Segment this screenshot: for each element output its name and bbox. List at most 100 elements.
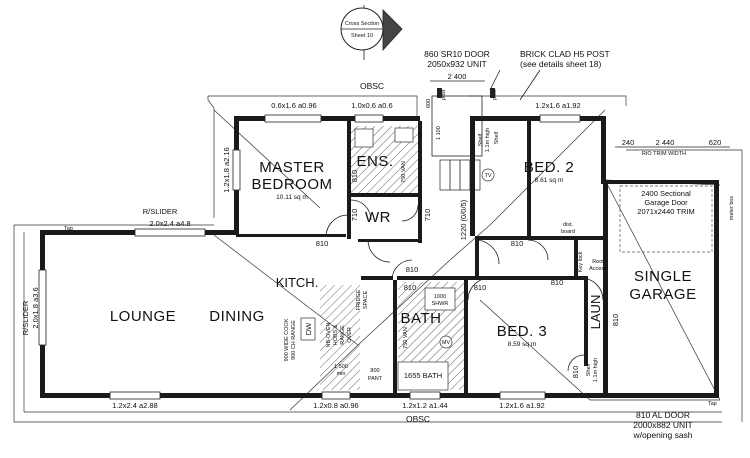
garage-label-2: GARAGE <box>629 286 696 303</box>
laun-label: LAUN <box>588 295 603 330</box>
tap-top: Tap <box>64 226 73 232</box>
door-label-garage: 810 <box>611 314 620 327</box>
window-label-w10: 1.2x1.6 a1.92 <box>499 401 544 410</box>
wall-oven-3: RANGE <box>340 325 346 345</box>
ens-van-label: 750 VAN <box>401 161 407 183</box>
dw-label: DW <box>304 322 313 335</box>
dims-1500-1: 1 500 <box>334 364 348 370</box>
window-label-w5: 2.0x2.4 a4.8 <box>149 219 190 228</box>
pantry-1: 800 <box>370 368 379 374</box>
door-label-wr2: 710 <box>423 209 432 222</box>
wall-oven-4: OVER <box>347 327 353 343</box>
window-label-w3: 1.2x1.6 a1.92 <box>535 101 580 110</box>
fridge-label-1: FRIDGE <box>356 289 362 310</box>
porch-dim: 2 400 <box>448 72 467 81</box>
door-label-garage2: 810 <box>571 366 580 379</box>
shelf-top-2: 1.1m high <box>485 128 491 152</box>
rear-door-note-1: 810 AL DOOR <box>636 410 690 420</box>
garage-dim-2440: 2 440 <box>656 138 675 147</box>
garage-label-1: SINGLE <box>634 268 692 285</box>
window-label-w8: 1.2x0.8 a0.96 <box>313 401 358 410</box>
entry-door-note-1: 860 SR10 DOOR <box>424 49 490 59</box>
garage-dim-620: 620 <box>709 138 722 147</box>
bed2-label: BED. 2 <box>524 159 575 176</box>
r-slider-left: R/SLIDER <box>21 300 30 335</box>
r-slider-top: R/SLIDER <box>143 207 178 216</box>
wall-oven-2: HOBS & <box>333 324 339 345</box>
entry-door-note-2: 2050x932 UNIT <box>427 59 487 69</box>
window-labels: 0.6x1.6 a0.96 1.0x0.6 a0.6 1.2x1.6 a1.92… <box>31 101 581 410</box>
porch-dim-1100: 1 100 <box>436 126 442 140</box>
pantry-2: PANT <box>368 376 383 382</box>
obsc-top: OBSC <box>360 81 384 91</box>
porch-dim-600: 600 <box>426 99 432 108</box>
obsc-bottom: OBSC <box>406 414 430 424</box>
linen-label: 1220 (0/0/5) <box>459 199 468 240</box>
door-label-wr1: 710 <box>350 209 359 222</box>
rio-trim-label: RIO TRIM WIDTH <box>642 151 686 157</box>
window-label-w7: 1.2x2.4 a2.88 <box>112 401 157 410</box>
window-label-w6: 2.0x1.8 a3.6 <box>31 287 40 328</box>
door-label-hall: 810 <box>406 265 419 274</box>
brick-post-note-2: (see details sheet 18) <box>520 59 601 69</box>
mv-label: MV <box>442 340 451 346</box>
bath-label: BATH <box>401 310 442 327</box>
key-lock-label: Key lock <box>578 251 584 272</box>
brick-post-note-1: BRICK CLAD H5 POST <box>520 49 610 59</box>
door-label-laun: 810 <box>551 278 564 287</box>
room-labels: MASTER BEDROOM 10.11 sq m ENS. WR BED. 2… <box>110 153 696 348</box>
door-label-master: 810 <box>316 239 329 248</box>
section-marker[interactable]: Cross Section Sheet 10 <box>340 5 403 60</box>
meter-box-label: meter box <box>729 196 735 221</box>
kitch-label: KITCH. <box>276 275 319 290</box>
rear-door-note-2: 2000x882 UNIT <box>633 420 693 430</box>
window-label-w2: 1.0x0.6 a0.6 <box>351 101 392 110</box>
fixture-labels: 900 WIDE COOK 900 CH RANGE DW NB-OVEN HO… <box>284 128 607 382</box>
garage-door-note-2: Garage Door <box>644 198 688 207</box>
bed3-label: BED. 3 <box>497 323 548 340</box>
tv-label: TV <box>484 173 491 179</box>
shower-label-1: 1000 <box>434 294 446 300</box>
roof-access-1: Roof <box>592 259 604 265</box>
garage-door-note-3: 2071x2440 TRIM <box>637 207 694 216</box>
shelf-bed3-1: Shelf <box>586 363 592 376</box>
master-label-2: BEDROOM <box>251 176 332 193</box>
window-label-w4: 1.2x1.8 a2.16 <box>222 147 231 192</box>
top-notes: 860 SR10 DOOR 2050x932 UNIT BRICK CLAD H… <box>360 49 610 101</box>
wall-oven-1: NB-OVEN <box>326 322 332 347</box>
bath-van-label: 750 VAN <box>403 327 409 349</box>
door-label-bed2: 810 <box>511 239 524 248</box>
door-label-ens: 810 <box>350 170 359 183</box>
bath-tub-label: 1655 BATH <box>404 371 442 380</box>
tap-bottom: Tap <box>708 401 717 407</box>
dims-1500-2: min <box>337 371 346 377</box>
porch-post-right: post <box>492 89 498 100</box>
garage-dim-240: 240 <box>622 138 635 147</box>
lounge-label: LOUNGE <box>110 308 176 325</box>
window-label-w9: 1.2x1.2 a1.44 <box>402 401 447 410</box>
hatched-areas <box>320 126 464 391</box>
section-title: Cross Section <box>345 21 379 27</box>
garage-door-note-1: 2400 Sectional <box>641 189 691 198</box>
bed2-area: 8.61 sq m <box>535 177 564 184</box>
door-swings <box>325 199 604 372</box>
shower-label-2: SHWR <box>432 301 449 307</box>
dining-label: DINING <box>209 308 265 325</box>
master-area: 10.11 sq m <box>276 194 308 201</box>
garage-notes: 2400 Sectional Garage Door 2071x2440 TRI… <box>615 138 735 253</box>
rear-door-note-3: w/opening sash <box>632 430 692 440</box>
edge-notes: R/SLIDER R/SLIDER Tap Tap OBSC 810 AL DO… <box>21 207 717 440</box>
dist-board-1: dist. <box>563 222 574 228</box>
dist-board-2: board <box>561 229 575 235</box>
section-sheet: Sheet 10 <box>351 33 373 39</box>
fridge-label-2: SPACE <box>363 291 369 310</box>
kitchen-counter-1: 900 WIDE COOK <box>284 318 290 361</box>
master-label-1: MASTER <box>259 159 325 176</box>
door-label-bath: 810 <box>404 283 417 292</box>
door-label-bed3: 810 <box>474 283 487 292</box>
windows <box>38 114 581 400</box>
linen-shelf-label: Shelf <box>494 131 500 144</box>
door-labels: 810 810 710 710 810 810 810 810 810 810 … <box>316 170 620 379</box>
ens-label: ENS. <box>356 153 393 170</box>
